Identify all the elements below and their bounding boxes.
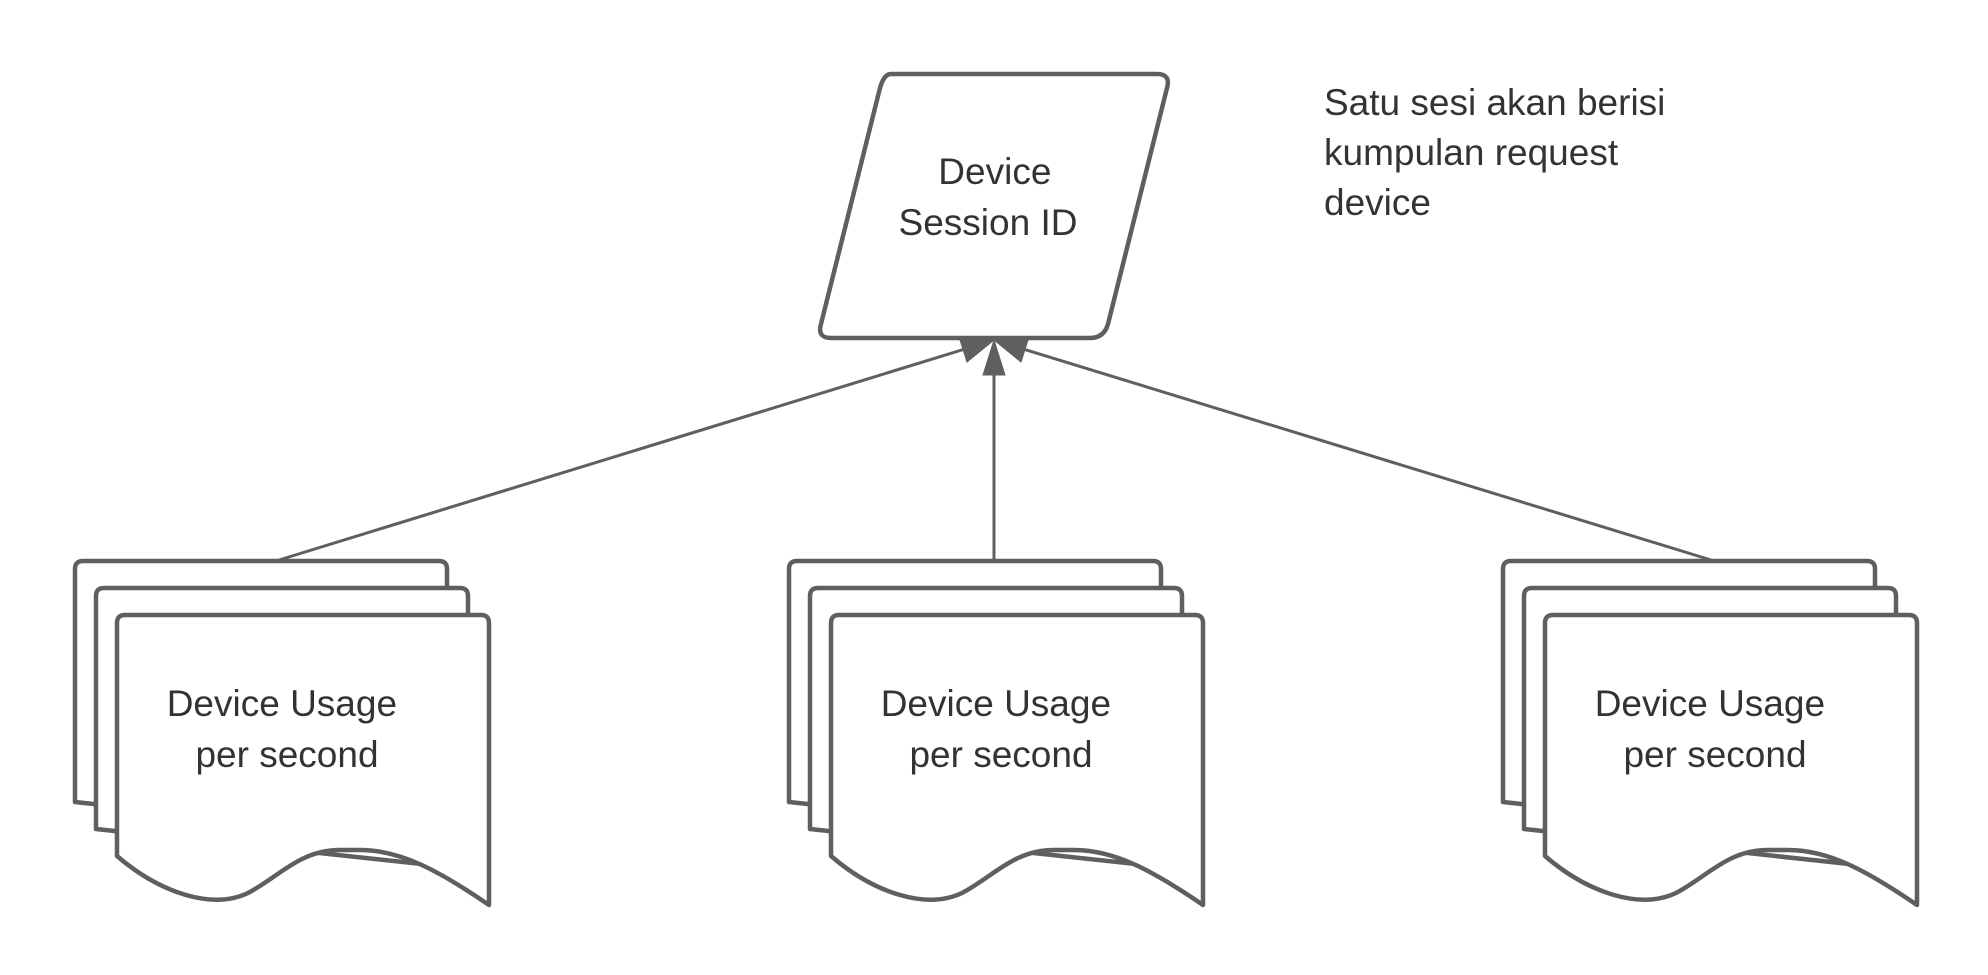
note-line3: device: [1324, 182, 1431, 223]
edge-middle-to-session: [982, 338, 1006, 560]
usage-label-line2: per second: [195, 734, 378, 775]
session-node-label: Device Session ID: [899, 151, 1078, 243]
usage-node-left[interactable]: Device Usage per second: [72, 558, 492, 908]
session-label-line1: Device: [938, 151, 1051, 192]
note-line1: Satu sesi akan berisi: [1324, 82, 1665, 123]
usage-node-label: Device Usage per second: [167, 683, 408, 775]
usage-label-line1: Device Usage: [167, 683, 397, 724]
arrowhead-icon: [982, 338, 1006, 376]
multiple-documents-shape: [1500, 558, 1920, 908]
usage-label-line1: Device Usage: [881, 683, 1111, 724]
usage-node-label: Device Usage per second: [1595, 683, 1836, 775]
edge-line: [278, 343, 979, 562]
connectors: [278, 338, 1712, 562]
usage-node-right[interactable]: Device Usage per second: [1500, 558, 1920, 908]
edge-right-to-session: [992, 339, 1712, 562]
edge-left-to-session: [278, 339, 996, 562]
usage-label-line2: per second: [1623, 734, 1806, 775]
edge-line: [1009, 343, 1712, 562]
usage-node-middle[interactable]: Device Usage per second: [786, 558, 1206, 908]
annotation-note: Satu sesi akan berisi kumpulan request d…: [1324, 82, 1676, 223]
session-label-line2: Session ID: [899, 202, 1078, 243]
usage-node-label: Device Usage per second: [881, 683, 1122, 775]
usage-label-line2: per second: [909, 734, 1092, 775]
multiple-documents-shape: [72, 558, 492, 908]
parallelogram-shape: [817, 71, 1171, 341]
usage-label-line1: Device Usage: [1595, 683, 1825, 724]
session-node[interactable]: Device Session ID: [817, 71, 1171, 341]
multiple-documents-shape: [786, 558, 1206, 908]
note-line2: kumpulan request: [1324, 132, 1619, 173]
